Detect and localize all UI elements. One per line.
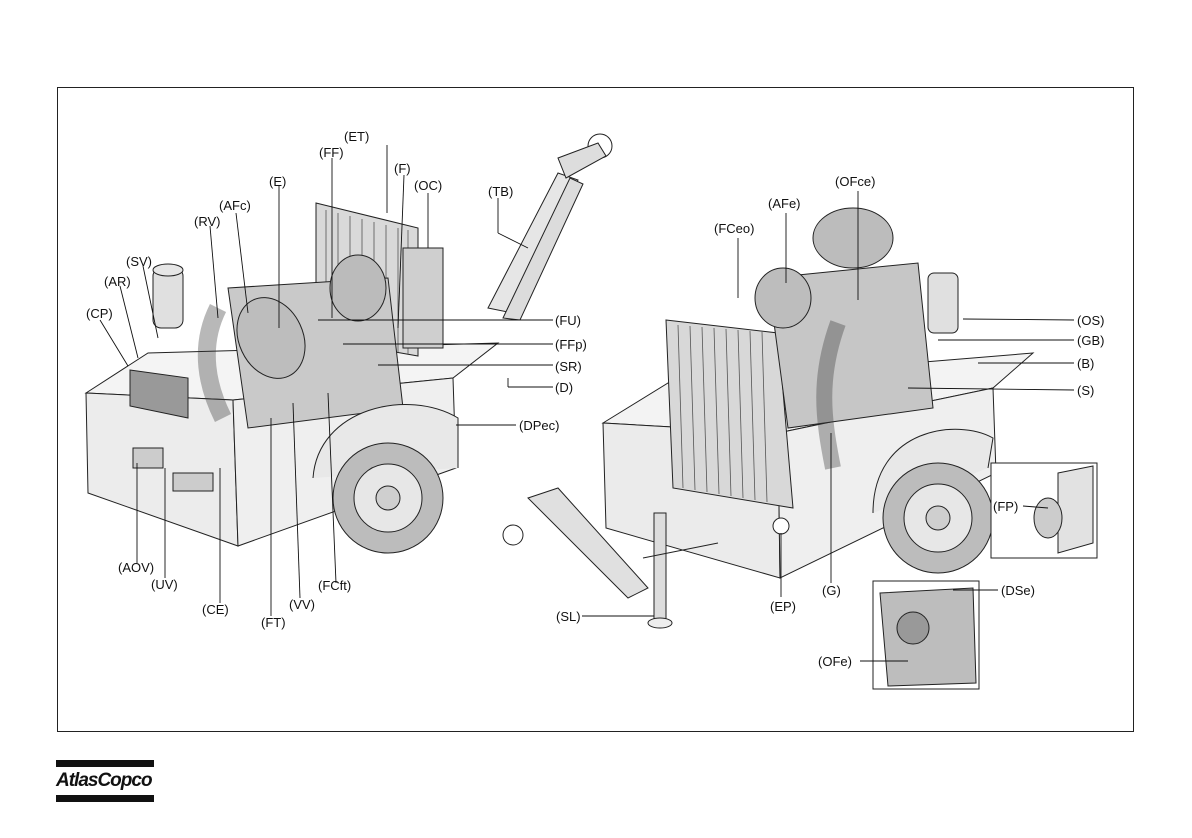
label-b: (B) [1077, 356, 1094, 371]
label-e: (E) [269, 174, 286, 189]
label-et: (ET) [344, 129, 369, 144]
label-fu: (FU) [555, 313, 581, 328]
label-sl: (SL) [556, 609, 581, 624]
compressor-drawing [58, 88, 1135, 733]
label-sr: (SR) [555, 359, 582, 374]
logo-text: AtlasCopco [56, 770, 152, 792]
label-ffp: (FFp) [555, 337, 587, 352]
label-d: (D) [555, 380, 573, 395]
right-unit [503, 208, 1097, 689]
label-s: (S) [1077, 383, 1094, 398]
label-ep: (EP) [770, 599, 796, 614]
label-g: (G) [822, 583, 841, 598]
label-cp: (CP) [86, 306, 113, 321]
logo-bar-top [56, 760, 154, 767]
label-oc: (OC) [414, 178, 442, 193]
label-ff: (FF) [319, 145, 344, 160]
label-ar: (AR) [104, 274, 131, 289]
label-os: (OS) [1077, 313, 1104, 328]
label-aov: (AOV) [118, 560, 154, 575]
label-fp: (FP) [993, 499, 1018, 514]
label-dpec: (DPec) [519, 418, 559, 433]
label-tb: (TB) [488, 184, 513, 199]
logo-bar-bottom [56, 795, 154, 802]
label-f: (F) [394, 161, 411, 176]
label-sv: (SV) [126, 254, 152, 269]
label-vv: (VV) [289, 597, 315, 612]
label-dse: (DSe) [1001, 583, 1035, 598]
label-uv: (UV) [151, 577, 178, 592]
atlas-copco-logo: AtlasCopco [56, 758, 156, 806]
label-gb: (GB) [1077, 333, 1104, 348]
label-ft: (FT) [261, 615, 286, 630]
label-afc: (AFc) [219, 198, 251, 213]
label-ofe: (OFe) [818, 654, 852, 669]
figure-frame: (ET) (FF) (E) (F) (OC) (TB) (AFc) (RV) (… [57, 87, 1134, 732]
label-rv: (RV) [194, 214, 220, 229]
label-afe: (AFe) [768, 196, 801, 211]
label-fcft: (FCft) [318, 578, 351, 593]
label-ofce: (OFce) [835, 174, 875, 189]
label-fceo: (FCeo) [714, 221, 754, 236]
label-ce: (CE) [202, 602, 229, 617]
